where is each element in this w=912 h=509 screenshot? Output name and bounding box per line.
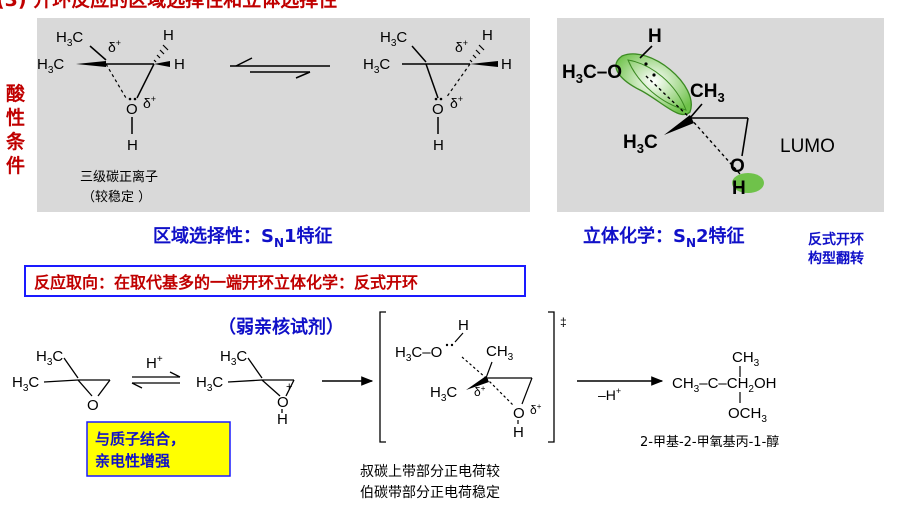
- svg-text:+: +: [286, 381, 292, 393]
- label-o: O: [126, 101, 138, 118]
- svg-text:H3C–O: H3C–O: [562, 62, 622, 86]
- svg-text:H3C: H3C: [380, 29, 407, 49]
- side-char-3: 条: [6, 130, 26, 153]
- svg-text:H: H: [433, 137, 444, 154]
- stereochemistry-heading: 立体化学：SN2特征: [583, 225, 745, 250]
- side-char-2: 性: [6, 106, 25, 129]
- label-h-oh: H: [127, 137, 138, 154]
- svg-text:H: H: [732, 178, 746, 199]
- deprotonation-label: –H+: [598, 386, 621, 403]
- svg-text:H3C: H3C: [36, 348, 63, 368]
- caption-stable: （较稳定 ）: [82, 189, 151, 205]
- label-h-top: H: [163, 27, 174, 44]
- svg-text:H: H: [648, 26, 662, 47]
- svg-text:O: O: [87, 397, 99, 414]
- label-h-right: H: [174, 56, 185, 73]
- label-h3c-upper: H3C: [56, 29, 83, 49]
- svg-text:O: O: [432, 101, 444, 118]
- svg-text:H: H: [513, 424, 524, 441]
- svg-text:H: H: [482, 27, 493, 44]
- protonated-epoxide-left: H3C H3C H H δ+ O δ+ H 三级碳正离子 （较稳定 ）: [37, 27, 185, 205]
- side-label: 酸 性 条 件: [6, 82, 26, 177]
- header-title: (3) 开环反应的区域选择性和立体选择性: [0, 0, 337, 11]
- svg-text:OCH3: OCH3: [728, 405, 767, 425]
- isobutylene-oxide: H3C H3C O: [12, 348, 111, 414]
- lumo-label: LUMO: [780, 136, 835, 157]
- wedge-bond-h: [154, 61, 170, 67]
- inversion-line2: 构型翻转: [808, 250, 864, 267]
- weak-nucleophile-label: （弱亲核试剂）: [218, 316, 344, 338]
- orientation-box: [24, 265, 526, 297]
- equilibrium-arrow: [230, 57, 330, 79]
- product-name: 2-甲基-2-甲氧基丙-1-醇: [640, 434, 779, 450]
- panel-right-bg: [557, 18, 884, 212]
- svg-text:H3C–O: H3C–O: [395, 344, 442, 364]
- caption-carbocation: 三级碳正离子: [80, 169, 158, 185]
- protonation-box: [86, 421, 231, 477]
- svg-text:O: O: [513, 405, 525, 422]
- svg-text:H3C: H3C: [12, 374, 39, 394]
- bond-upper-methyl: [89, 45, 107, 61]
- label-h3c-left: H3C: [37, 56, 64, 76]
- hashed-bond-h: [153, 44, 169, 63]
- lumo-lobe-large: [615, 53, 692, 116]
- product-structure: CH3 CH3–C–CH2OH OCH3: [672, 349, 776, 425]
- orientation-text: 反应取向：在取代基多的一端开环立体化学：反式开环: [34, 273, 418, 292]
- bond-c-o-dashed: [105, 63, 127, 99]
- svg-text:H3C: H3C: [220, 348, 247, 368]
- charge-note-line1: 叔碳上带部分正电荷较: [360, 464, 500, 480]
- bond-c2-o: [136, 63, 155, 99]
- transition-state-bracket: ‡ H H3C–O CH3 H3C δ+ O δ+ H: [379, 311, 567, 443]
- svg-text:H+: H+: [146, 354, 163, 372]
- svg-text:H3C: H3C: [430, 384, 457, 404]
- protonation-line2: 亲电性增强: [95, 452, 170, 470]
- svg-text:H: H: [458, 317, 469, 334]
- svg-text:δ+: δ+: [474, 384, 486, 399]
- protonation-line1: 与质子结合，: [95, 430, 185, 448]
- svg-text:CH3: CH3: [486, 343, 514, 363]
- svg-text:O: O: [730, 156, 745, 177]
- panel-left-bg: [37, 18, 530, 212]
- regioselectivity-heading: 区域选择性：SN1特征: [153, 225, 333, 250]
- charge-note-line2: 伯碳带部分正电荷稳定: [360, 485, 500, 501]
- side-char-1: 酸: [6, 82, 26, 105]
- svg-text:CH3–C–CH2OH: CH3–C–CH2OH: [672, 375, 776, 395]
- inversion-line1: 反式开环: [808, 231, 864, 248]
- svg-text:H3C: H3C: [196, 374, 223, 394]
- double-dagger: ‡: [560, 315, 567, 329]
- side-char-4: 件: [6, 154, 25, 177]
- protonation-equilibrium: H+: [131, 354, 181, 389]
- svg-text:H: H: [277, 411, 288, 428]
- protonated-epoxide-right: H3C H3C H H δ+ O δ+ H: [363, 27, 512, 154]
- wedge-bond-left: [76, 61, 106, 67]
- svg-text:H: H: [501, 56, 512, 73]
- svg-text:O: O: [277, 394, 289, 411]
- svg-text:CH3: CH3: [732, 349, 760, 369]
- protonated-epoxide-bottom: H3C H3C + O H: [196, 348, 295, 428]
- svg-text:H3C: H3C: [363, 56, 390, 76]
- lumo-lobe-small: [732, 173, 764, 193]
- svg-text:δ+: δ+: [530, 402, 542, 417]
